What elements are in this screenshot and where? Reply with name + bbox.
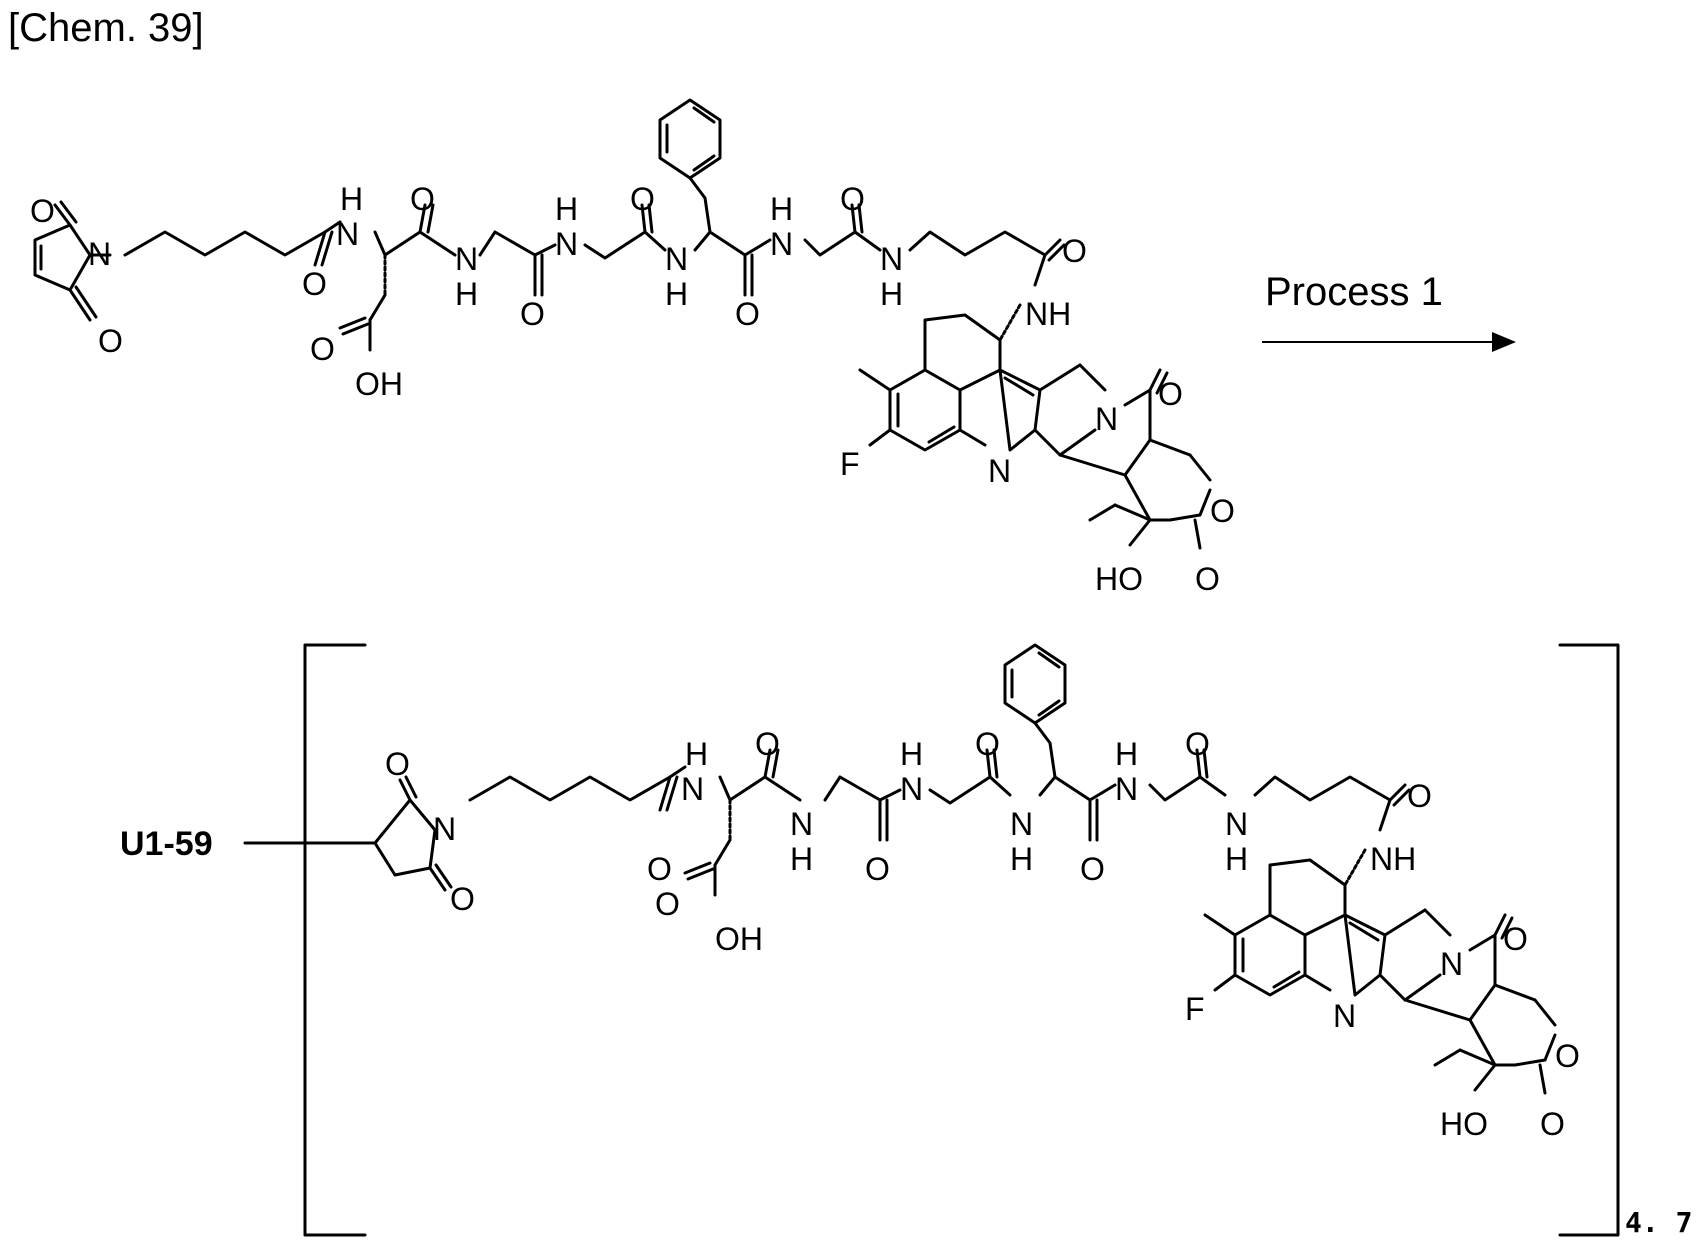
atom-label: O [520,296,545,332]
atom-label: H [1225,841,1248,877]
reaction-arrow: Process 1 [1262,270,1512,342]
atom-label: O [1503,921,1528,957]
right-bracket [1560,645,1618,1235]
atom-label: N [1225,806,1248,842]
atom-label: HO [1095,561,1143,597]
atom-label: O [1210,493,1235,529]
atom-label: OH [715,921,763,957]
atom-label: O [1080,851,1105,887]
atom-label: NH [1025,296,1071,332]
atom-label: O [840,181,865,217]
atom-label: HO [1440,1106,1488,1142]
atom-label: H [555,191,578,227]
atom-label: H [340,181,363,217]
left-bracket [305,645,365,1235]
atom-label: F [840,446,860,482]
atom-label: N [1115,771,1138,807]
atom-label: O [310,331,335,367]
atom-label: O [1062,233,1087,269]
atom-label: H [880,276,903,312]
atom-label: O [975,726,1000,762]
atom-label: O [1407,778,1432,814]
atom-label: N [455,241,478,277]
atom-label: N [433,811,456,847]
atom-label: N [988,453,1011,489]
atom-label: O [630,181,655,217]
atom-label: O [302,266,327,302]
arrow-label: Process 1 [1265,270,1443,314]
conjugate-structure: U1-59 O N O H N O O N H O OH H N O O N H… [120,645,1692,1239]
atom-label: H [1115,736,1138,772]
atom-label: H [790,841,813,877]
atom-label: O [98,323,123,359]
drug-antibody-ratio: 4. 7 [1625,1206,1692,1239]
atom-label: NH [1370,841,1416,877]
atom-label: N [1440,946,1463,982]
atom-label: O [410,181,435,217]
atom-label: N [681,771,704,807]
atom-label: H [1010,841,1033,877]
atom-label: O [865,851,890,887]
atom-label: OH [355,366,403,402]
atom-label: H [685,736,708,772]
atom-label: N [88,236,111,272]
atom-label: H [770,191,793,227]
atom-label: O [1195,561,1220,597]
atom-label: O [385,746,410,782]
atom-label: O [1185,726,1210,762]
drug-linker-structure: O N O H N O O N H O OH H N O O N H O H N… [30,100,1235,597]
atom-label: N [900,771,923,807]
antibody-label: U1-59 [120,825,213,863]
atom-label: N [555,226,578,262]
atom-label: H [665,276,688,312]
atom-label: N [790,806,813,842]
atom-label: O [735,296,760,332]
atom-label: H [455,276,478,312]
atom-label: O [1555,1038,1580,1074]
atom-label: O [655,886,680,922]
atom-label: N [1095,401,1118,437]
atom-label: N [1333,998,1356,1034]
atom-label: N [880,241,903,277]
atom-label: O [1158,376,1183,412]
atom-label: O [647,851,672,887]
atom-label: O [755,726,780,762]
atom-label: H [900,736,923,772]
atom-label: O [30,193,55,229]
atom-label: O [450,881,475,917]
atom-label: N [770,226,793,262]
atom-label: F [1185,991,1205,1027]
atom-label: N [336,216,359,252]
atom-label: O [1540,1106,1565,1142]
atom-label: N [1010,806,1033,842]
atom-label: N [665,241,688,277]
